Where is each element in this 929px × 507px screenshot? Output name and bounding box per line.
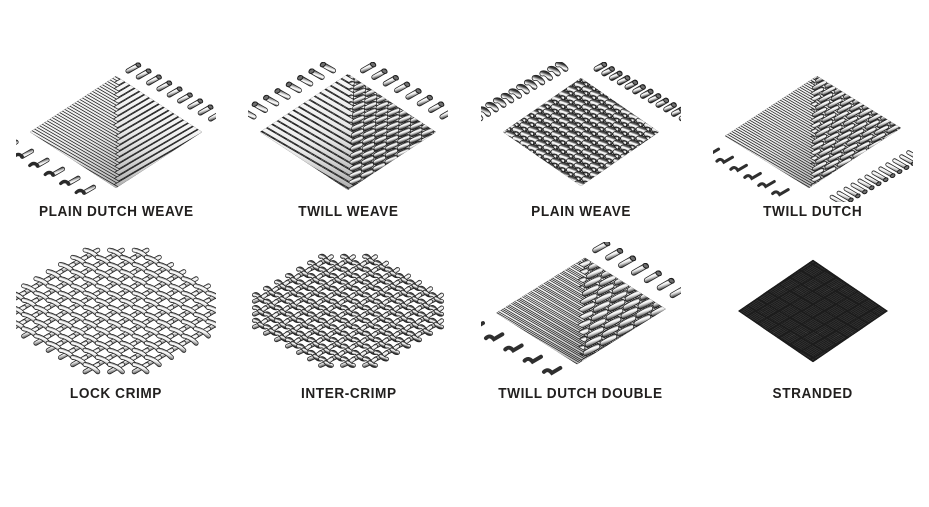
twill-dutch-illustration <box>712 76 913 202</box>
weave-card-twill-dutch-double: TWILL DUTCH DOUBLE <box>465 242 697 432</box>
weave-label-lock-crimp: LOCK CRIMP <box>70 386 163 402</box>
plain-weave-illustration <box>480 62 681 186</box>
weave-card-twill-weave: TWILL WEAVE <box>232 62 464 242</box>
weave-label-twill-dutch: TWILL DUTCH <box>763 204 863 220</box>
weave-card-twill-dutch: TWILL DUTCH <box>697 62 929 242</box>
lock-crimp-illustration <box>16 247 217 375</box>
weave-card-lock-crimp: LOCK CRIMP <box>0 242 232 432</box>
twill-dutch-double-illustration <box>480 242 681 376</box>
inter-crimp-illustration <box>252 253 445 368</box>
weave-card-plain-dutch-weave: PLAIN DUTCH WEAVE <box>0 62 232 242</box>
weave-card-inter-crimp: INTER-CRIMP <box>232 242 464 432</box>
weave-card-stranded: STRANDED <box>697 242 929 432</box>
weave-label-stranded: STRANDED <box>772 386 853 402</box>
weave-label-inter-crimp: INTER-CRIMP <box>300 386 397 402</box>
weave-label-twill-dutch-double: TWILL DUTCH DOUBLE <box>498 386 663 402</box>
weave-label-plain-weave: PLAIN WEAVE <box>530 204 631 220</box>
stranded-illustration <box>737 259 888 363</box>
weave-label-twill-weave: TWILL WEAVE <box>298 204 399 220</box>
plain-dutch-weave-illustration <box>16 62 217 195</box>
twill-weave-illustration <box>248 62 449 190</box>
weave-label-plain-dutch-weave: PLAIN DUTCH WEAVE <box>38 204 194 220</box>
weave-card-plain-weave: PLAIN WEAVE <box>465 62 697 242</box>
